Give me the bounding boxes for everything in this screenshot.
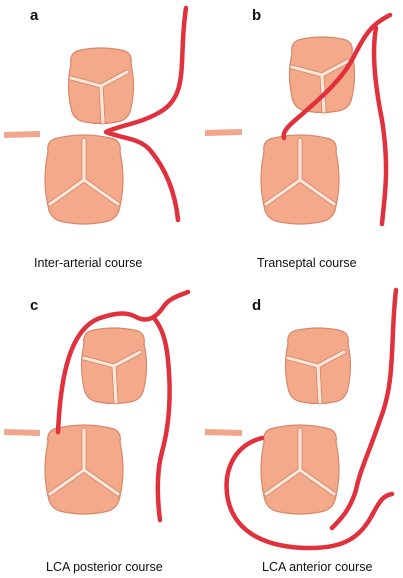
vessel-stub-d — [204, 429, 243, 436]
vessel-stub-a — [3, 131, 41, 138]
caption-b: Transeptal course — [257, 256, 357, 270]
pulmonary-valve-a — [69, 48, 134, 124]
aortic-valve-b — [261, 135, 339, 224]
aortic-valve-a — [45, 135, 123, 224]
panel-letter-a: a — [30, 7, 39, 24]
panel-letter-b: b — [252, 7, 261, 24]
coronary-artery-d-descending — [329, 287, 399, 531]
coronary-artery-c — [55, 289, 191, 435]
aortic-valve-c — [45, 425, 123, 514]
aortic-valve-d — [261, 425, 339, 514]
panel-b — [204, 12, 393, 227]
caption-a: Inter-arterial course — [34, 256, 142, 270]
coronary-artery-d — [224, 435, 395, 551]
coronary-artery-c-descending — [151, 315, 172, 523]
caption-d: LCA anterior course — [262, 560, 373, 574]
vessel-stub-c — [3, 429, 41, 436]
caption-c: LCA posterior course — [46, 560, 163, 574]
pulmonary-valve-d — [286, 328, 351, 404]
panel-letter-c: c — [30, 297, 38, 314]
coronary-artery-a — [103, 5, 189, 223]
vessel-stub-b — [204, 129, 243, 136]
pulmonary-valve-c — [82, 328, 147, 404]
panel-c — [3, 289, 191, 523]
panel-letter-d: d — [252, 297, 261, 314]
panel-d — [204, 287, 399, 551]
coronary-artery-b-descending — [371, 25, 389, 227]
coronary-artery-b — [281, 12, 393, 141]
panel-a — [3, 5, 189, 224]
